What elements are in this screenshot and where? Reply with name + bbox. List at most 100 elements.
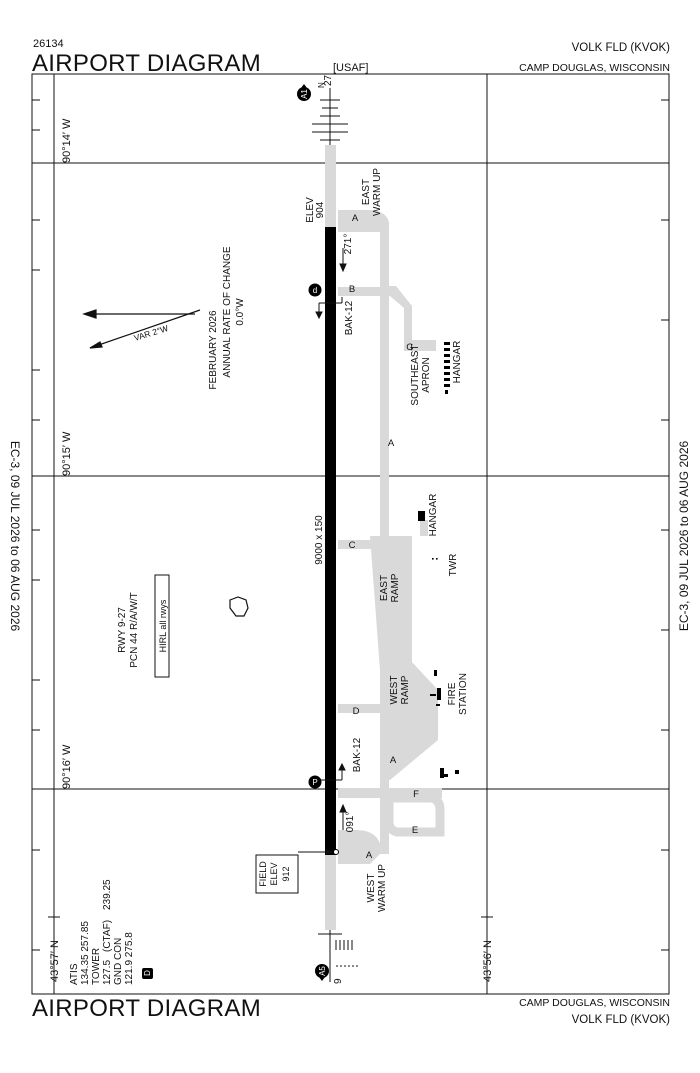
hangar-block	[444, 354, 450, 357]
bak12-north: BAK-12	[344, 300, 355, 335]
hangar-building	[418, 511, 425, 521]
magnetic-variation-arrow	[82, 309, 201, 349]
east-ramp	[370, 520, 428, 670]
heading-271: 271°	[343, 234, 354, 255]
hot-spot-a1[interactable]: A1	[297, 84, 311, 101]
approach-lights-north	[312, 88, 348, 145]
elev-north-label: ELEV	[305, 197, 316, 223]
taxiway-label-a1: A	[352, 213, 359, 224]
building	[430, 694, 436, 696]
building	[434, 670, 437, 676]
runway-pcn: PCN 44 R/A/W/T	[129, 592, 140, 668]
heliport-symbol	[229, 596, 249, 617]
lon-label-16: 90°16′ W	[61, 744, 73, 789]
fire-station-building	[437, 688, 441, 700]
southeast-apron	[404, 340, 436, 351]
north-marker: N	[317, 82, 326, 88]
fire-station-label-2: STATION	[458, 673, 469, 715]
tower-marker	[432, 558, 434, 560]
hangar-block	[445, 390, 448, 394]
heading-arrows	[339, 248, 347, 830]
hangar-block	[444, 348, 450, 351]
taxiway-a-south	[380, 705, 389, 795]
chart-code: 26134	[33, 38, 64, 50]
building	[440, 768, 444, 778]
building	[455, 770, 459, 774]
taxiway-d	[338, 704, 380, 713]
elev-north-value: 904	[315, 201, 326, 218]
taxiway-label-a4: A	[366, 850, 373, 861]
gnd-con-label: GND CON	[113, 938, 124, 985]
runway-end-9: 9	[333, 978, 344, 984]
d-info-label: D	[143, 970, 152, 976]
hangar-label-east: HANGAR	[428, 494, 439, 537]
hangar-label-north: HANGAR	[452, 341, 463, 384]
hot-spot-a1-label: A1	[300, 89, 309, 99]
runway-overrun-south	[325, 855, 336, 930]
taxiway-label-g: G	[406, 342, 413, 353]
lighting-box	[154, 574, 170, 678]
runway-9-27	[325, 227, 336, 855]
west-ramp-label-1: WEST	[389, 676, 400, 705]
hangar-block	[444, 372, 450, 375]
hangar-block	[444, 366, 450, 369]
west-warm-up-label-2: WARM UP	[377, 864, 388, 912]
west-warm-up-label-1: WEST	[366, 874, 377, 903]
west-ramp-label-2: RAMP	[400, 675, 411, 704]
field-elev-box	[255, 854, 299, 894]
building	[436, 704, 440, 706]
var-annual-rate-label: ANNUAL RATE OF CHANGE	[222, 246, 233, 377]
graticule	[32, 74, 669, 994]
d-info-box	[142, 968, 153, 979]
southeast-apron-label-1: SOUTHEAST	[410, 344, 421, 405]
east-ramp-label-2: RAMP	[390, 573, 401, 602]
taxiway-a-west	[380, 790, 389, 854]
runway-end-27: 27	[323, 74, 334, 86]
taxiway-label-c: C	[349, 540, 356, 551]
field-elev-point	[333, 849, 339, 855]
marker-p[interactable]: P	[308, 775, 322, 789]
tower-freq-mil: 239.25	[102, 879, 113, 910]
city-state: CAMP DOUGLAS, WISCONSIN	[519, 62, 670, 74]
ctaf-label: (CTAF)	[102, 920, 113, 952]
var-label: VAR 2°W	[133, 323, 170, 343]
runway-overrun-north	[325, 145, 336, 227]
taxiway-g-link	[380, 286, 412, 344]
taxiway-label-b: B	[349, 284, 355, 295]
hot-spot-a5[interactable]: A5	[315, 964, 329, 981]
field-elev-arrowhead	[326, 849, 333, 855]
taxiway-label-e: E	[412, 825, 418, 836]
heading-091: 091°	[345, 812, 356, 833]
taxiway-a	[380, 222, 389, 710]
field-elev-value: 912	[281, 866, 291, 881]
taxiway-label-f: F	[413, 789, 419, 800]
tower-freq: 127.5	[102, 960, 113, 985]
buildings	[418, 342, 459, 778]
lat-label-57: 43°57′ N	[49, 940, 61, 982]
page-title: AIRPORT DIAGRAM	[32, 50, 261, 77]
taxiway-label-a3: A	[390, 755, 397, 766]
field-elev-label-2: ELEV	[269, 862, 279, 885]
approach-lights-south	[318, 930, 358, 982]
runway-id-label: RWY 9-27	[117, 607, 128, 653]
graticule-ticks	[32, 99, 669, 951]
arresting-gear	[315, 297, 346, 781]
fire-station-label-1: FIRE	[447, 682, 458, 705]
tower-label: TWR	[448, 554, 459, 577]
hangar-block	[444, 378, 450, 381]
airport-name: VOLK FLD (KVOK)	[571, 42, 670, 54]
marker-p-label: P	[312, 778, 317, 787]
east-ramp-label-1: EAST	[379, 575, 390, 601]
operator-label: [USAF]	[333, 62, 369, 74]
east-warm-up-label-2: WARM UP	[372, 168, 383, 216]
runway-dimensions: 9000 x 150	[314, 515, 325, 565]
marker-d[interactable]: d	[308, 283, 322, 297]
lighting-label: HIRL all rwys	[158, 599, 168, 652]
var-annual-rate: 0.0°W	[235, 298, 246, 326]
taxiway-label-a2: A	[388, 438, 395, 449]
tower-marker	[436, 558, 438, 560]
taxiway-label-d: D	[353, 706, 360, 717]
east-warm-up-pad	[338, 210, 389, 232]
bak12-south: BAK-12	[352, 737, 363, 772]
